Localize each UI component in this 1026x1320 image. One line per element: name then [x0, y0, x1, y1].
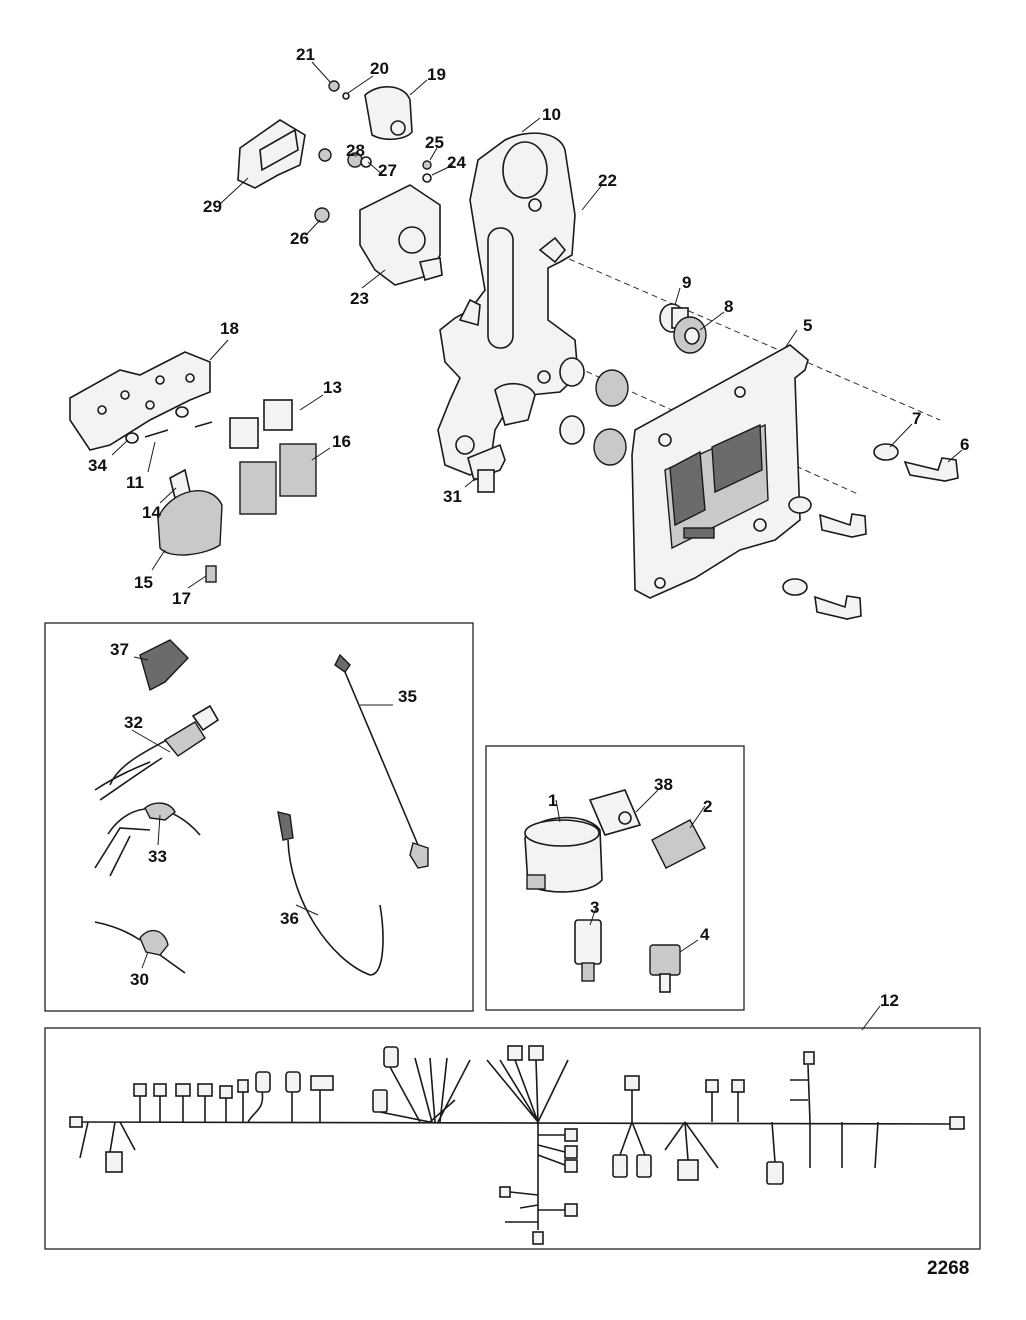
callout-23: 23 [350, 289, 369, 308]
callout-37: 37 [110, 640, 129, 659]
accessory-harness-box [44, 622, 474, 1012]
relay-bracket-assembly [69, 351, 317, 583]
callout-10: 10 [542, 105, 561, 124]
callout-31: 31 [443, 487, 462, 506]
callout-35: 35 [398, 687, 417, 706]
callout-25: 25 [425, 133, 444, 152]
solenoid-assembly [237, 80, 443, 286]
engine-control-module [631, 344, 809, 599]
callout-labels: 1 2 3 4 5 6 7 8 9 10 11 12 13 14 15 16 1… [88, 45, 969, 1010]
callout-1: 1 [548, 791, 557, 810]
leader-lines [111, 61, 963, 1031]
callout-29: 29 [203, 197, 222, 216]
callout-8: 8 [724, 297, 733, 316]
callout-19: 19 [427, 65, 446, 84]
callout-7: 7 [912, 409, 921, 428]
figure-number: 2268 [927, 1258, 969, 1279]
mounting-bracket [437, 132, 579, 476]
callout-34: 34 [88, 456, 107, 475]
callout-26: 26 [290, 229, 309, 248]
ecm-hardware [559, 303, 959, 620]
callout-36: 36 [280, 909, 299, 928]
callout-13: 13 [323, 378, 342, 397]
engine-sensor-parts [524, 789, 706, 993]
callout-6: 6 [960, 435, 969, 454]
callout-27: 27 [378, 161, 397, 180]
callout-22: 22 [598, 171, 617, 190]
callout-38: 38 [654, 775, 673, 794]
callout-15: 15 [134, 573, 153, 592]
callout-12: 12 [880, 991, 899, 1010]
callout-21: 21 [296, 45, 315, 64]
callout-28: 28 [346, 141, 365, 160]
callout-2: 2 [703, 797, 712, 816]
callout-14: 14 [142, 503, 161, 522]
callout-17: 17 [172, 589, 191, 608]
accessory-harness-parts [94, 639, 429, 976]
callout-33: 33 [148, 847, 167, 866]
callout-24: 24 [447, 153, 466, 172]
callout-4: 4 [700, 925, 710, 944]
callout-11: 11 [126, 473, 144, 492]
callout-30: 30 [130, 970, 149, 989]
callout-5: 5 [803, 316, 812, 335]
callout-16: 16 [332, 432, 351, 451]
engine-sensors-box [485, 745, 745, 1011]
callout-3: 3 [590, 898, 599, 917]
main-harness-box [44, 1027, 981, 1250]
callout-20: 20 [370, 59, 389, 78]
callout-32: 32 [124, 713, 143, 732]
main-harness [69, 1045, 965, 1245]
callout-9: 9 [682, 273, 691, 292]
bolt-31 [467, 443, 506, 493]
callout-18: 18 [220, 319, 239, 338]
